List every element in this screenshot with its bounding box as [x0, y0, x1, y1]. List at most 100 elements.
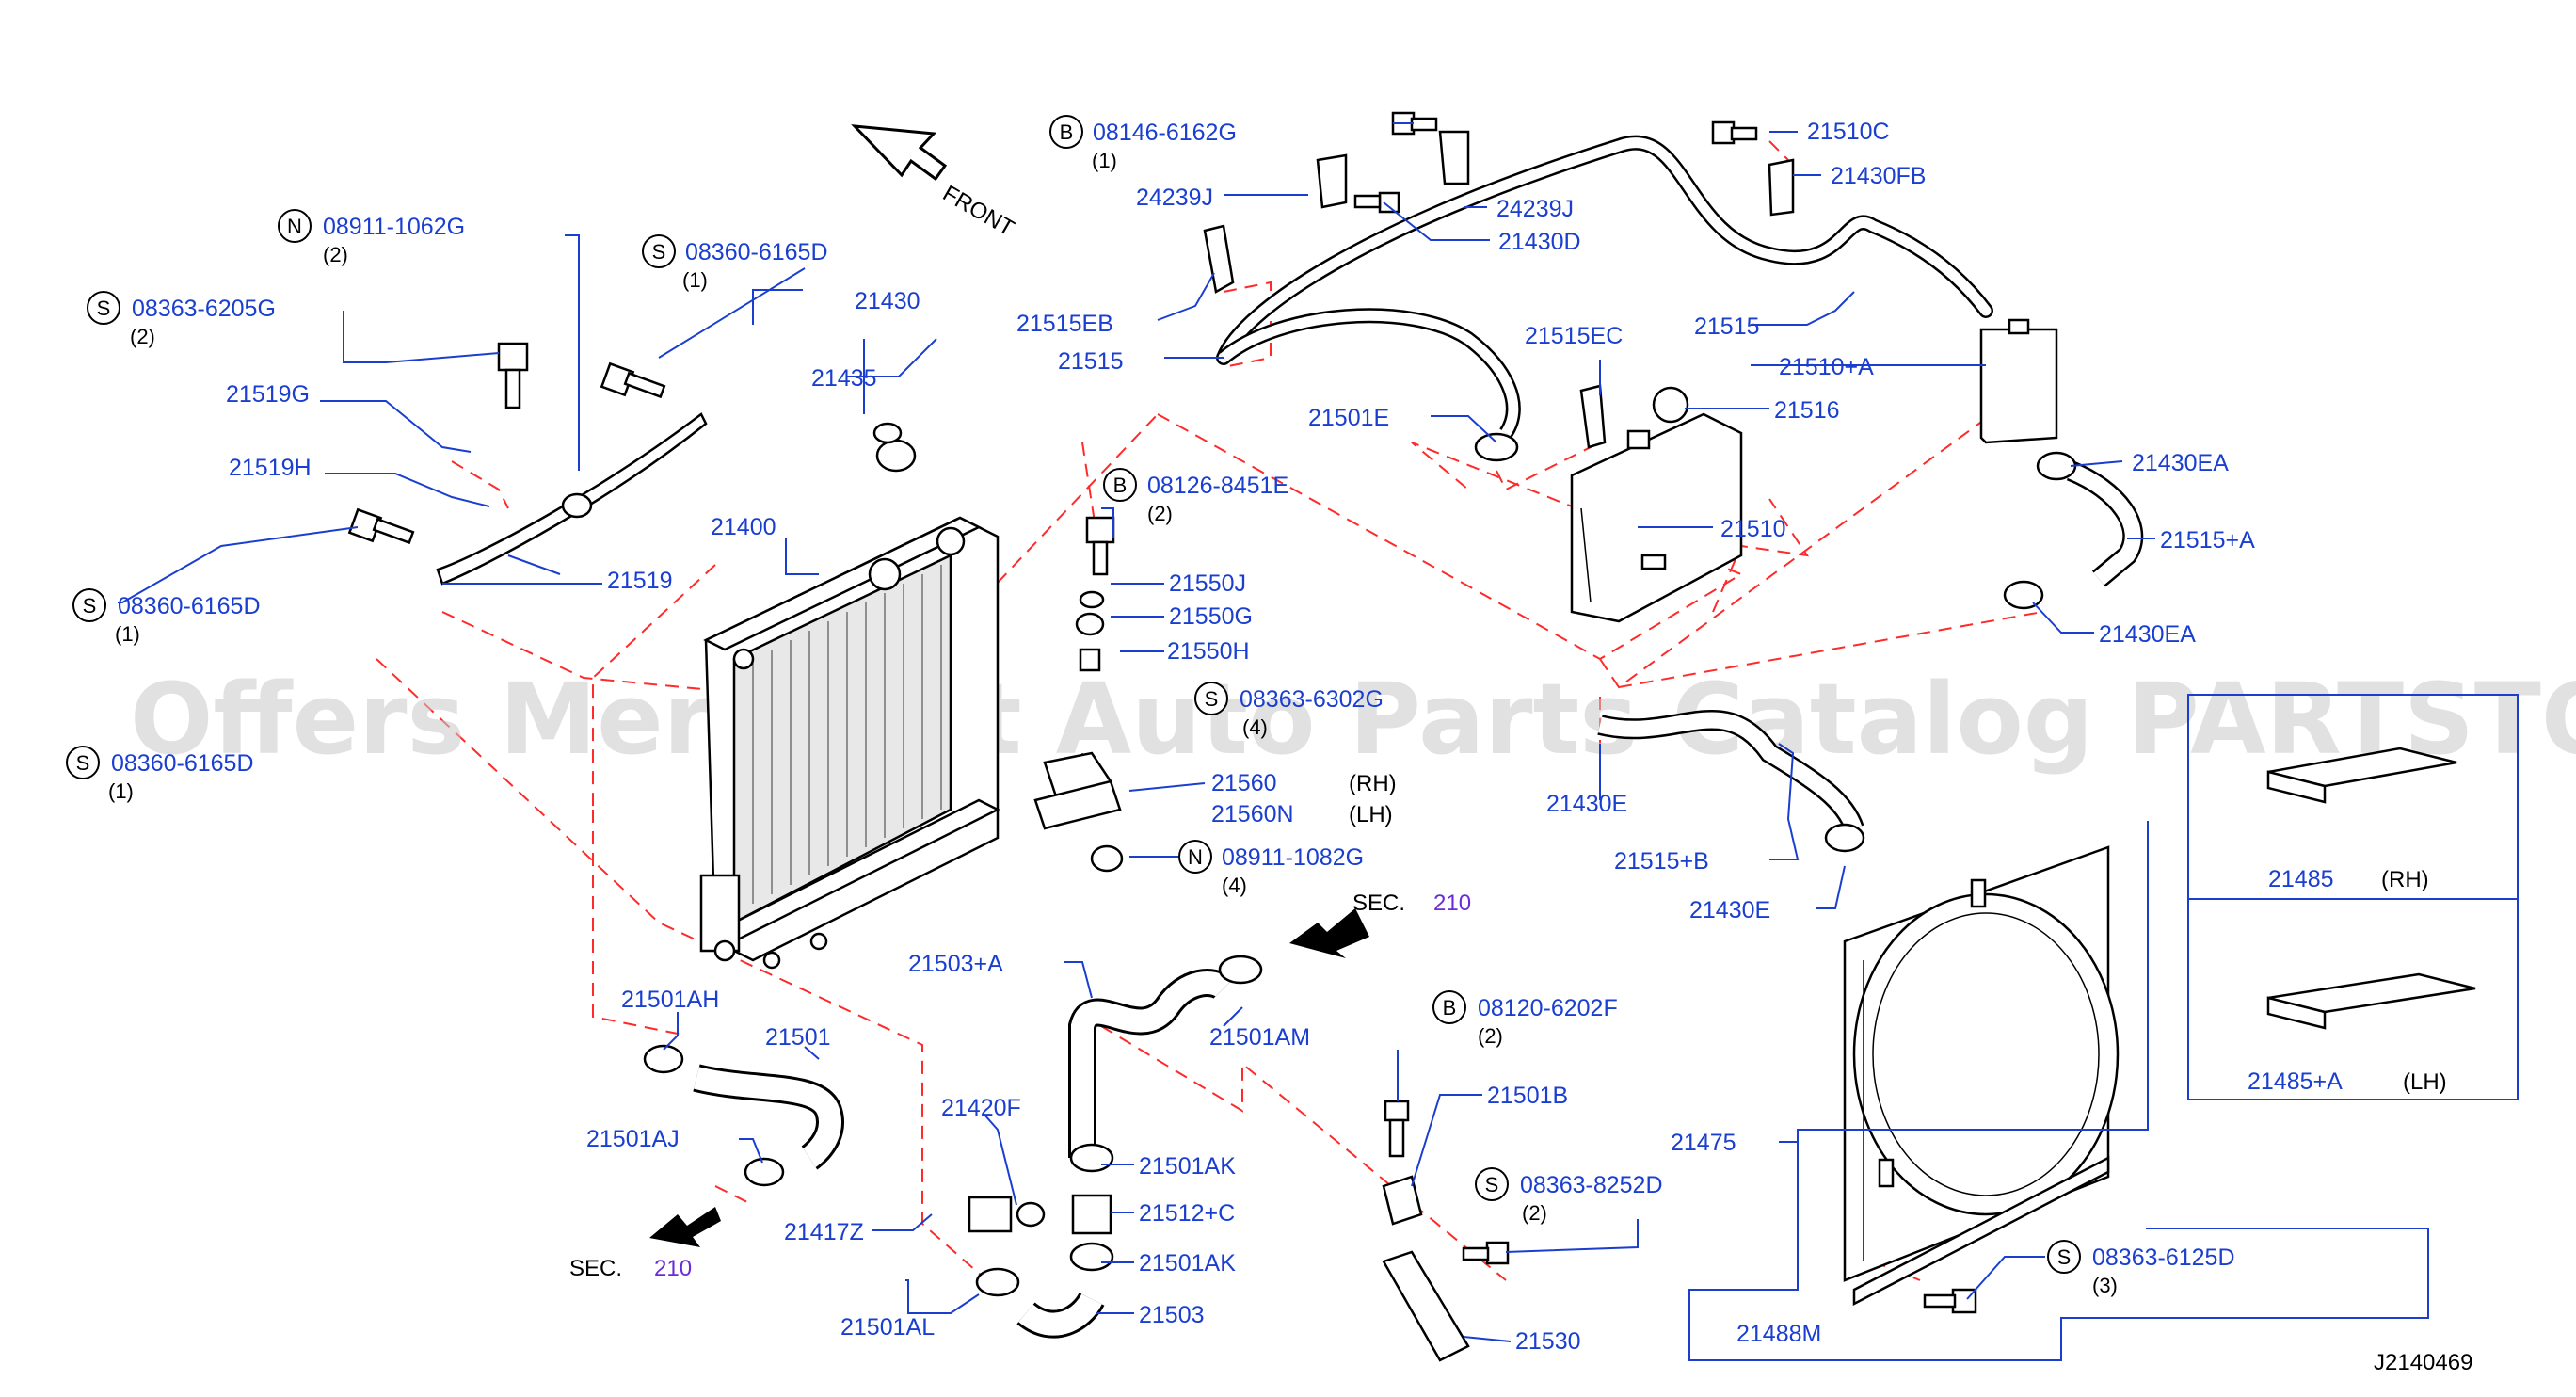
- code-c1: B 08146-6162G (1): [1049, 115, 1237, 172]
- part-label: 21515EB: [1016, 311, 1113, 337]
- part-label: 21510: [1720, 516, 1786, 542]
- part-label: 21510C: [1807, 119, 1890, 145]
- part-label: 21515+A: [2160, 527, 2255, 554]
- part-label: 21560N: [1211, 801, 1294, 827]
- part-label: 24239J: [1496, 196, 1574, 222]
- part-label: 21515+B: [1614, 848, 1709, 875]
- part-label: 21501AK: [1139, 1153, 1236, 1180]
- code-number: 08911-1082G: [1222, 844, 1364, 871]
- code-qty: (2): [1478, 1024, 1503, 1048]
- part-label: 21400: [711, 514, 776, 540]
- part-label: 21420F: [941, 1095, 1021, 1121]
- part-label: 21430FB: [1831, 163, 1926, 189]
- sec-word: SEC.: [569, 1256, 622, 1281]
- part-label: 21515: [1058, 348, 1124, 375]
- reservoir-tank-21510: [1570, 386, 1743, 623]
- code-number: 08120-6202F: [1478, 995, 1618, 1021]
- part-label: 21485+A: [2248, 1068, 2343, 1095]
- part-label: 21501AH: [621, 987, 719, 1013]
- part-label: 21485: [2268, 866, 2334, 892]
- code-letter: S: [2057, 1245, 2072, 1269]
- code-number: 08363-6302G: [1240, 686, 1384, 713]
- code-number: 08363-8252D: [1520, 1172, 1663, 1198]
- sec-number: 210: [654, 1256, 692, 1281]
- fan-shroud-21475: [1843, 845, 2120, 1282]
- front-label: FRONT: [938, 181, 1018, 242]
- sec-ref-upper: SEC. 210: [1352, 891, 1471, 916]
- code-number: 08146-6162G: [1093, 120, 1237, 146]
- code-letter-circle: [1194, 682, 1228, 715]
- code-c11: S 08363-8252D (2): [1475, 1167, 1663, 1225]
- sec-number: 210: [1433, 891, 1471, 916]
- code-letter-circle: [278, 209, 312, 243]
- part-label: 21430D: [1498, 229, 1581, 255]
- code-c6: S 08360-6165D (1): [66, 746, 254, 803]
- code-qty: (2): [1522, 1201, 1547, 1225]
- code-letter: S: [1485, 1173, 1499, 1196]
- diagram-id: J2140469: [2374, 1350, 2472, 1375]
- small-parts: [347, 111, 2476, 1362]
- code-c7: B 08126-8451E (2): [1103, 468, 1288, 525]
- sec-word: SEC.: [1352, 891, 1405, 916]
- code-number: 08360-6165D: [111, 750, 254, 777]
- code-letter-circle: [1432, 990, 1466, 1024]
- code-letter: B: [1060, 120, 1074, 144]
- code-qty: (1): [108, 779, 134, 803]
- part-label: 24239J: [1136, 185, 1213, 211]
- code-letter-circle: [87, 291, 120, 325]
- code-letter: S: [1205, 687, 1219, 711]
- part-label: 21503+A: [908, 951, 1003, 977]
- code-letter: S: [76, 751, 90, 775]
- code-letter-circle: [1475, 1167, 1509, 1201]
- bolt-icon: [497, 342, 529, 409]
- pad-boxes: [2187, 694, 2519, 1100]
- part-label: 21519H: [229, 455, 312, 481]
- part-label: 21512+C: [1139, 1200, 1235, 1227]
- part-label: 21475: [1671, 1130, 1736, 1156]
- part-label: 21501B: [1487, 1083, 1568, 1109]
- code-c4: S 08363-6205G (2): [87, 291, 276, 348]
- code-letter: S: [97, 297, 111, 320]
- code-qty: (4): [1242, 715, 1268, 739]
- code-number: 08363-6125D: [2092, 1244, 2235, 1271]
- code-number: 08126-8451E: [1147, 473, 1288, 499]
- part-label: 21501AK: [1139, 1250, 1236, 1277]
- code-qty: (1): [682, 268, 708, 292]
- part-label: 21501AJ: [586, 1126, 680, 1152]
- part-label: 21430E: [1546, 791, 1627, 817]
- code-letter-circle: [1049, 115, 1083, 149]
- code-qty: (2): [1147, 502, 1173, 525]
- part-label: 21488M: [1736, 1321, 1821, 1347]
- part-label: 21430EA: [2132, 450, 2229, 476]
- code-qty: (3): [2092, 1274, 2118, 1297]
- front-arrow: FRONT: [851, 124, 1018, 242]
- reservoir-tank-21510a: [1979, 318, 2058, 444]
- part-label: 21501E: [1308, 405, 1389, 431]
- code-letter: S: [652, 240, 666, 264]
- code-number: 08363-6205G: [132, 296, 276, 322]
- code-letter: N: [287, 215, 302, 238]
- code-letter: N: [1188, 845, 1203, 869]
- part-label: 21430E: [1689, 897, 1770, 923]
- part-label: 21560: [1211, 770, 1277, 796]
- part-label: 21550G: [1169, 603, 1253, 630]
- part-label: 21430: [855, 288, 920, 314]
- code-qty: (1): [115, 622, 140, 646]
- code-letter: S: [83, 594, 97, 618]
- code-letter-circle: [2047, 1240, 2081, 1274]
- code-letter-circle: [1103, 468, 1137, 502]
- part-label: 21515EC: [1525, 323, 1623, 349]
- code-letter-circle: [72, 588, 106, 622]
- code-number: 08360-6165D: [118, 593, 261, 619]
- part-label: 21530: [1515, 1328, 1581, 1355]
- code-letter-circle: [1178, 840, 1212, 874]
- code-letter-circle: [642, 234, 676, 268]
- code-c2: N 08911-1062G (2): [278, 209, 465, 266]
- part-label: 21510+A: [1779, 354, 1874, 380]
- code-number: 08360-6165D: [685, 239, 828, 265]
- part-label: 21501AM: [1209, 1024, 1310, 1051]
- part-label: 21501AL: [840, 1314, 935, 1341]
- sec-ref-lower: SEC. 210: [569, 1256, 692, 1281]
- part-label: 21435: [811, 365, 877, 392]
- part-label: 21550H: [1167, 638, 1250, 665]
